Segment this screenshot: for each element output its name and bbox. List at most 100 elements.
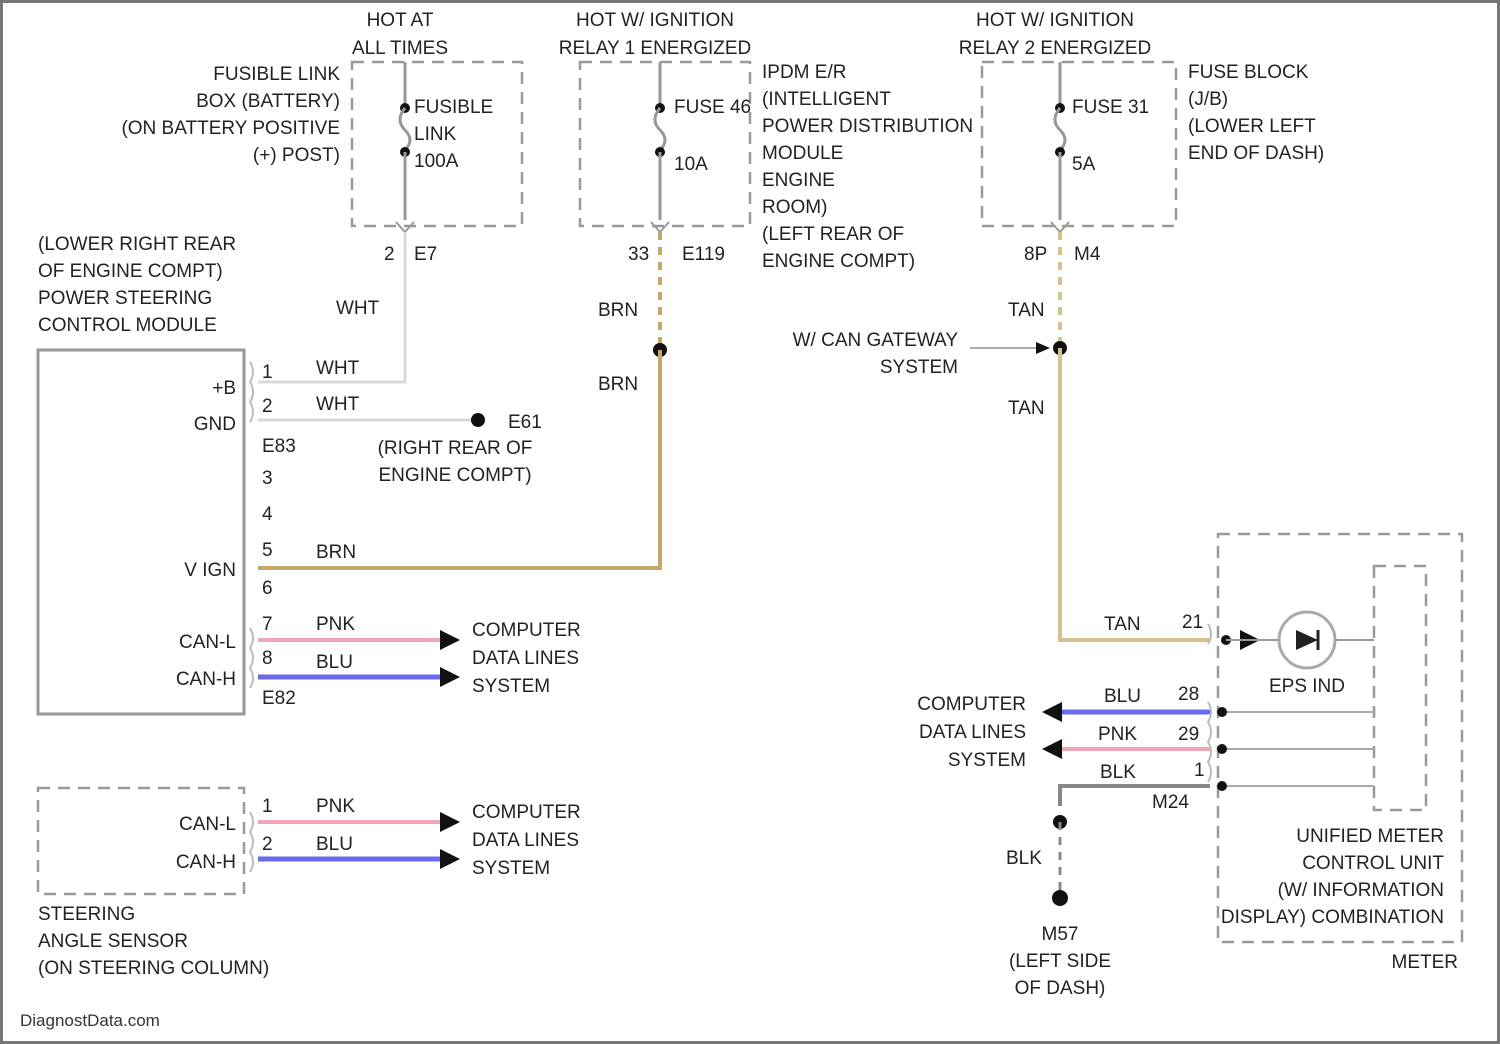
svg-text:(LEFT REAR OF: (LEFT REAR OF (762, 224, 904, 245)
svg-text:1: 1 (262, 362, 273, 383)
wire-pnk-label-meter: PNK (1098, 724, 1137, 745)
hot-ign1-line1: HOT W/ IGNITION (576, 10, 734, 31)
meter-terminal-1 (1217, 781, 1227, 791)
svg-text:STEERING: STEERING (38, 904, 135, 925)
svg-text:ENGINE COMPT): ENGINE COMPT) (378, 465, 531, 486)
ipdm-fuse-symbol (655, 108, 665, 150)
svg-text:DATA LINES: DATA LINES (472, 830, 579, 851)
svg-text:CAN-H: CAN-H (176, 669, 236, 690)
connector-e7-label: E7 (414, 244, 437, 265)
fuse-block-box (982, 62, 1176, 226)
fusible-link-symbol (400, 108, 410, 150)
hot-all-line2: ALL TIMES (352, 38, 448, 59)
hot-ign2-line2: RELAY 2 ENERGIZED (959, 38, 1152, 59)
meter-pin-29: 29 (1178, 724, 1199, 745)
hot-ign1-line2: RELAY 1 ENERGIZED (559, 38, 752, 59)
svg-text:E61: E61 (508, 412, 542, 433)
can-gateway-arrow (1036, 342, 1050, 354)
sas-description: STEERING ANGLE SENSOR (ON STEERING COLUM… (38, 904, 269, 979)
fuse-31-rating: 5A (1072, 154, 1096, 175)
meter-connector-m24: M24 (1152, 792, 1189, 813)
arrow-blu-meter (1042, 702, 1062, 722)
arrow-blu-sas (440, 849, 460, 869)
svg-text:(J/B): (J/B) (1188, 89, 1228, 110)
wire-blu-label-meter: BLU (1104, 686, 1141, 707)
wire-brn-label-2: BRN (598, 374, 638, 395)
svg-text:COMPUTER: COMPUTER (472, 620, 581, 641)
psc-module-box (38, 350, 244, 714)
svg-text:2: 2 (262, 396, 273, 417)
wire-brn-label-1: BRN (598, 300, 638, 321)
connector-e119-pin: 33 (628, 244, 649, 265)
steering-angle-sensor-box (38, 788, 244, 894)
connector-m4-label: M4 (1074, 244, 1101, 265)
ground-m57-dot (1052, 890, 1068, 906)
psc-connector-bracket (250, 362, 253, 688)
svg-text:+B: +B (212, 378, 236, 399)
psc-description: (LOWER RIGHT REAR OF ENGINE COMPT) POWER… (38, 234, 236, 336)
sas-can-h: CAN-H (176, 852, 236, 873)
fuse-block-description: FUSE BLOCK (J/B) (LOWER LEFT END OF DASH… (1188, 62, 1324, 164)
svg-text:E83: E83 (262, 436, 296, 457)
svg-text:DATA LINES: DATA LINES (472, 648, 579, 669)
svg-text:COMPUTER: COMPUTER (472, 802, 581, 823)
fusible-box-label: FUSIBLE LINK BOX (BATTERY) (ON BATTERY P… (121, 64, 340, 166)
psc-pin-numbers: 1 2 3 4 5 6 7 8 E83 E82 (262, 362, 296, 709)
svg-text:(ON STEERING COLUMN): (ON STEERING COLUMN) (38, 958, 269, 979)
svg-text:FUSIBLE: FUSIBLE (414, 97, 493, 118)
ipdm-fuse-number: FUSE 46 (674, 97, 751, 118)
svg-text:IPDM E/R: IPDM E/R (762, 62, 846, 83)
svg-text:LINK: LINK (414, 124, 457, 145)
svg-text:SYSTEM: SYSTEM (472, 858, 550, 879)
arrow-pnk-psc (440, 630, 460, 650)
wire-wht-label-2: WHT (316, 358, 360, 379)
data-lines-label-sas: COMPUTER DATA LINES SYSTEM (472, 802, 581, 879)
wire-tan-meter (1060, 348, 1210, 640)
svg-text:DISPLAY) COMBINATION: DISPLAY) COMBINATION (1221, 907, 1444, 928)
svg-text:4: 4 (262, 504, 273, 525)
svg-text:(LOWER LEFT: (LOWER LEFT (1188, 116, 1316, 137)
wire-blk-label-1: BLK (1100, 762, 1136, 783)
arrow-pnk-meter (1042, 739, 1062, 759)
svg-text:CAN-L: CAN-L (179, 632, 236, 653)
svg-text:CONTROL UNIT: CONTROL UNIT (1302, 853, 1444, 874)
svg-text:(ON BATTERY POSITIVE: (ON BATTERY POSITIVE (121, 118, 340, 139)
svg-text:CONTROL MODULE: CONTROL MODULE (38, 315, 217, 336)
hot-all-line1: HOT AT (367, 10, 434, 31)
arrow-pnk-sas (440, 812, 460, 832)
ground-m57-label: M57 (LEFT SIDE OF DASH) (1009, 924, 1111, 999)
svg-text:V IGN: V IGN (184, 560, 236, 581)
meter-connector-bracket (1208, 624, 1211, 782)
svg-text:ENGINE COMPT): ENGINE COMPT) (762, 251, 915, 272)
fuse-31-symbol (1055, 108, 1065, 150)
meter-control-unit-box (1374, 566, 1426, 810)
svg-text:FUSE BLOCK: FUSE BLOCK (1188, 62, 1309, 83)
svg-text:ROOM): ROOM) (762, 197, 827, 218)
wire-tan-label-3: TAN (1104, 614, 1141, 635)
ground-e61-dot (471, 413, 485, 427)
wire-wht-label-1: WHT (336, 298, 380, 319)
svg-text:(LOWER RIGHT REAR: (LOWER RIGHT REAR (38, 234, 236, 255)
svg-text:OF DASH): OF DASH) (1015, 978, 1106, 999)
meter-pin-1: 1 (1194, 760, 1205, 781)
svg-text:DATA LINES: DATA LINES (919, 722, 1026, 743)
svg-text:5: 5 (262, 540, 273, 561)
connector-e119-label: E119 (682, 244, 725, 265)
svg-text:MODULE: MODULE (762, 143, 843, 164)
wire-brn-label-3: BRN (316, 542, 356, 563)
meter-terminal-28 (1217, 707, 1227, 717)
svg-text:SYSTEM: SYSTEM (472, 676, 550, 697)
sas-connector-bracket (250, 812, 253, 872)
connector-e7-pin: 2 (384, 244, 395, 265)
svg-text:METER: METER (1392, 952, 1459, 973)
svg-text:(INTELLIGENT: (INTELLIGENT (762, 89, 891, 110)
wire-blk-label-2: BLK (1006, 848, 1042, 869)
data-lines-label-meter: COMPUTER DATA LINES SYSTEM (917, 694, 1026, 771)
svg-text:(+) POST): (+) POST) (253, 145, 340, 166)
svg-text:6: 6 (262, 578, 273, 599)
svg-text:W/ CAN GATEWAY: W/ CAN GATEWAY (793, 330, 959, 351)
svg-text:BOX (BATTERY): BOX (BATTERY) (196, 91, 340, 112)
meter-pin-28: 28 (1178, 684, 1199, 705)
